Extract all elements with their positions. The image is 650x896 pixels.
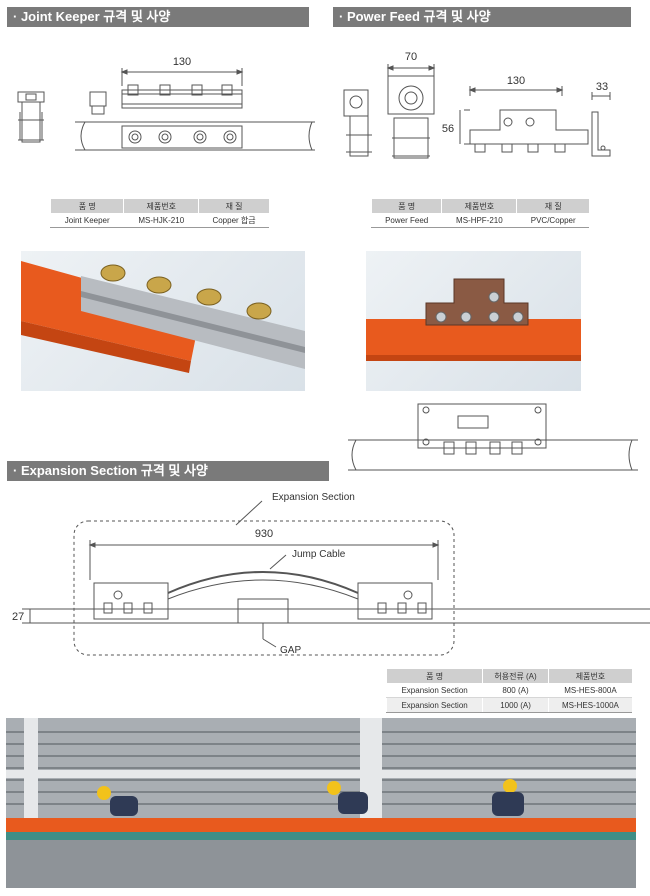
joint-keeper-photo (21, 251, 305, 391)
dim-70: 70 (405, 51, 417, 63)
joint-keeper-spec-table: 품 명 제품번호 재 질 Joint Keeper MS-HJK-210 Cop… (49, 199, 269, 228)
col-header: 허용전류 (A) (482, 669, 549, 683)
expansion-section-drawing: Expansion Section 930 Jump Cable 27 GAP (12, 492, 650, 656)
label-gap: GAP (280, 645, 301, 656)
cell: PVC/Copper (516, 213, 589, 228)
joint-keeper-header: · Joint Keeper 규격 및 사양 (7, 7, 309, 27)
label-jump-cable: Jump Cable (292, 549, 346, 560)
cell: Power Feed (370, 213, 442, 228)
installation-photo (6, 718, 636, 888)
power-feed-drawing: 70 130 33 56 (343, 51, 611, 159)
dim-130: 130 (173, 56, 191, 68)
col-header: 제품번호 (441, 199, 517, 213)
col-header: 품 명 (370, 199, 442, 213)
power-feed-photo (366, 251, 581, 391)
cell: MS-HES-1000A (547, 697, 632, 713)
expansion-section-header: · Expansion Section 규격 및 사양 (7, 461, 329, 481)
col-header: 품 명 (49, 199, 124, 213)
cell: Expansion Section (385, 683, 483, 698)
dim-930: 930 (255, 528, 273, 540)
label-expansion-section: Expansion Section (272, 492, 355, 503)
cell: MS-HPF-210 (441, 213, 517, 228)
dim-27: 27 (12, 611, 24, 623)
col-header: 제품번호 (547, 669, 632, 683)
power-feed-header: · Power Feed 규격 및 사양 (333, 7, 631, 27)
expansion-spec-table: 품 명 허용전류 (A) 제품번호 Expansion Section 800 … (385, 669, 632, 713)
col-header: 품 명 (385, 669, 483, 683)
cell: 800 (A) (482, 683, 549, 698)
cell: Copper 합금 (198, 213, 269, 228)
cell: Joint Keeper (49, 213, 124, 228)
cell: Expansion Section (385, 697, 483, 713)
col-header: 재 질 (198, 199, 269, 213)
cell: MS-HES-800A (547, 683, 632, 698)
col-header: 재 질 (516, 199, 589, 213)
dim-56: 56 (442, 123, 454, 135)
joint-keeper-drawing: 130 (17, 56, 315, 151)
power-feed-rail-drawing (348, 403, 638, 471)
dim-33: 33 (596, 81, 608, 93)
dim-130-pf: 130 (507, 75, 525, 87)
power-feed-spec-table: 품 명 제품번호 재 질 Power Feed MS-HPF-210 PVC/C… (370, 199, 589, 228)
cell: 1000 (A) (482, 697, 549, 713)
col-header: 제품번호 (123, 199, 199, 213)
cell: MS-HJK-210 (123, 213, 199, 228)
